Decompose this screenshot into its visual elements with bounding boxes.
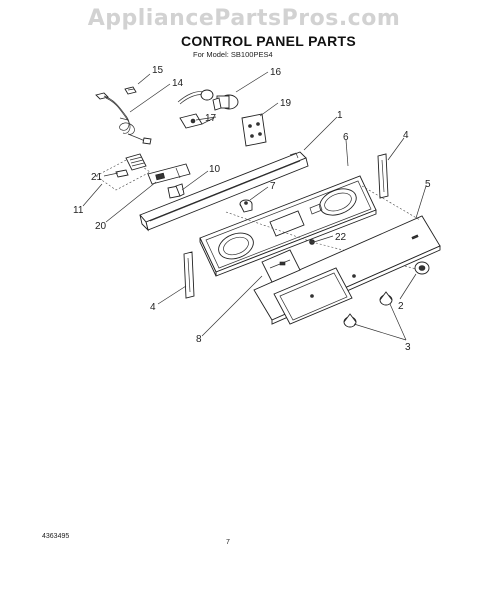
lens-panel (273, 267, 353, 325)
callout-1: 1 (337, 110, 343, 121)
callout-15: 15 (152, 65, 164, 76)
callout-5: 5 (425, 179, 431, 190)
callout-8: 8 (196, 334, 202, 345)
control-panel-bar (139, 151, 309, 232)
knob-2 (414, 261, 430, 275)
callout-21: 21 (91, 172, 103, 183)
callout-10: 10 (209, 164, 221, 175)
callout-3: 3 (405, 342, 411, 353)
trim-strip-left (183, 251, 195, 299)
callout-19: 19 (280, 98, 292, 109)
terminal-block (95, 153, 151, 191)
page-title: CONTROL PANEL PARTS (181, 33, 357, 49)
callout-14: 14 (172, 78, 184, 89)
display-window (261, 249, 301, 283)
document-number: 4363495 (42, 533, 70, 540)
callout-6: 6 (343, 132, 349, 143)
model-line: For Model: SB100PES4 (193, 50, 273, 59)
trim-strip-right (377, 153, 389, 199)
switch-mounting-plate (241, 113, 267, 147)
page-number: 7 (226, 539, 230, 546)
push-button (167, 183, 185, 199)
wire-harness (95, 92, 152, 145)
mounting-bracket (179, 113, 215, 129)
control-panel-frame (199, 175, 377, 277)
rotary-switch (239, 199, 253, 213)
callout-4b: 4 (150, 302, 156, 313)
callout-11: 11 (73, 205, 84, 216)
callout-7: 7 (270, 181, 276, 192)
callout-17: 17 (205, 113, 217, 124)
wire-clip (124, 86, 137, 95)
watermark: AppliancePartsPros.com (87, 6, 401, 31)
callout-4a: 4 (403, 130, 409, 141)
knob-3b (343, 313, 357, 328)
timer-motor (177, 89, 239, 111)
knob-3a (379, 291, 393, 306)
leader-lines (82, 71, 427, 341)
callout-2: 2 (398, 301, 404, 312)
callout-16: 16 (270, 67, 282, 78)
callout-20: 20 (95, 221, 107, 232)
callout-22: 22 (335, 232, 347, 243)
selector-switch (147, 163, 191, 185)
